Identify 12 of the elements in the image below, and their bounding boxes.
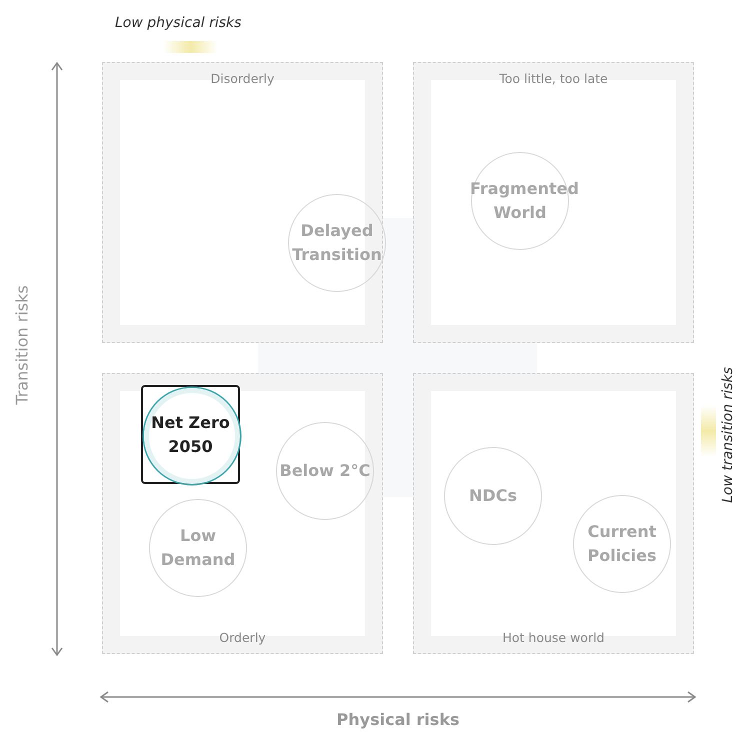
- quadrant-title: Orderly: [218, 630, 267, 645]
- quadrant-panel: [413, 62, 694, 343]
- quadrant-panel: [102, 62, 383, 343]
- quadrant-title: Too little, too late: [498, 71, 609, 86]
- axis-title: Physical risks: [336, 710, 460, 729]
- axis-note: Low transition risks: [720, 367, 736, 503]
- axis-title: Transition risks: [12, 285, 32, 405]
- quadrant-title: Disorderly: [210, 71, 276, 86]
- quadrant-panel: [413, 373, 694, 654]
- quadrant-panel: [102, 373, 383, 654]
- axis-note: Low physical risks: [115, 15, 242, 31]
- quadrant-title: Hot house world: [501, 630, 606, 645]
